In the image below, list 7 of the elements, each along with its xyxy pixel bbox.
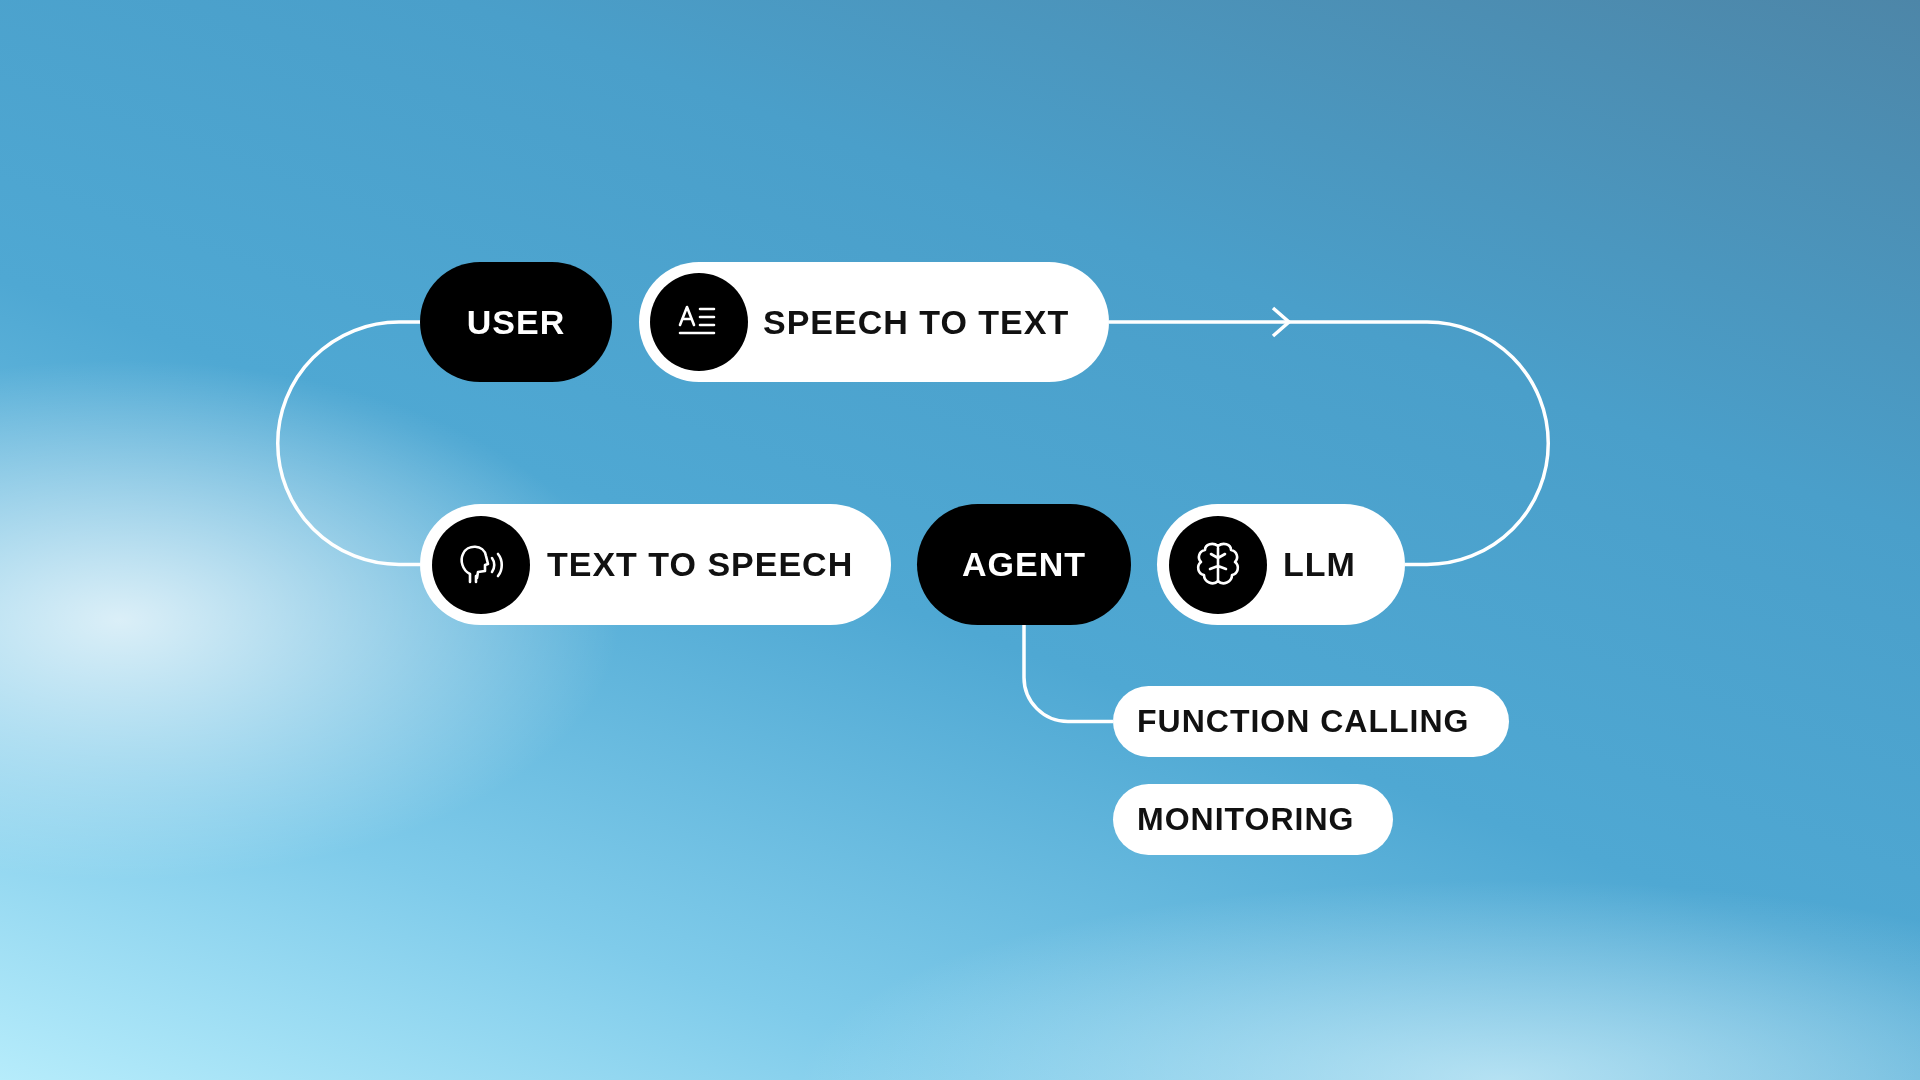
pill-label: SPEECH TO TEXT — [763, 302, 1070, 342]
pill-label: AGENT — [962, 545, 1086, 584]
pill-label: FUNCTION CALLING — [1137, 703, 1470, 740]
pill-label: TEXT TO SPEECH — [547, 545, 854, 584]
pill-label: LLM — [1283, 545, 1356, 584]
pill-label: MONITORING — [1137, 801, 1355, 838]
pill-label: USER — [466, 302, 566, 342]
